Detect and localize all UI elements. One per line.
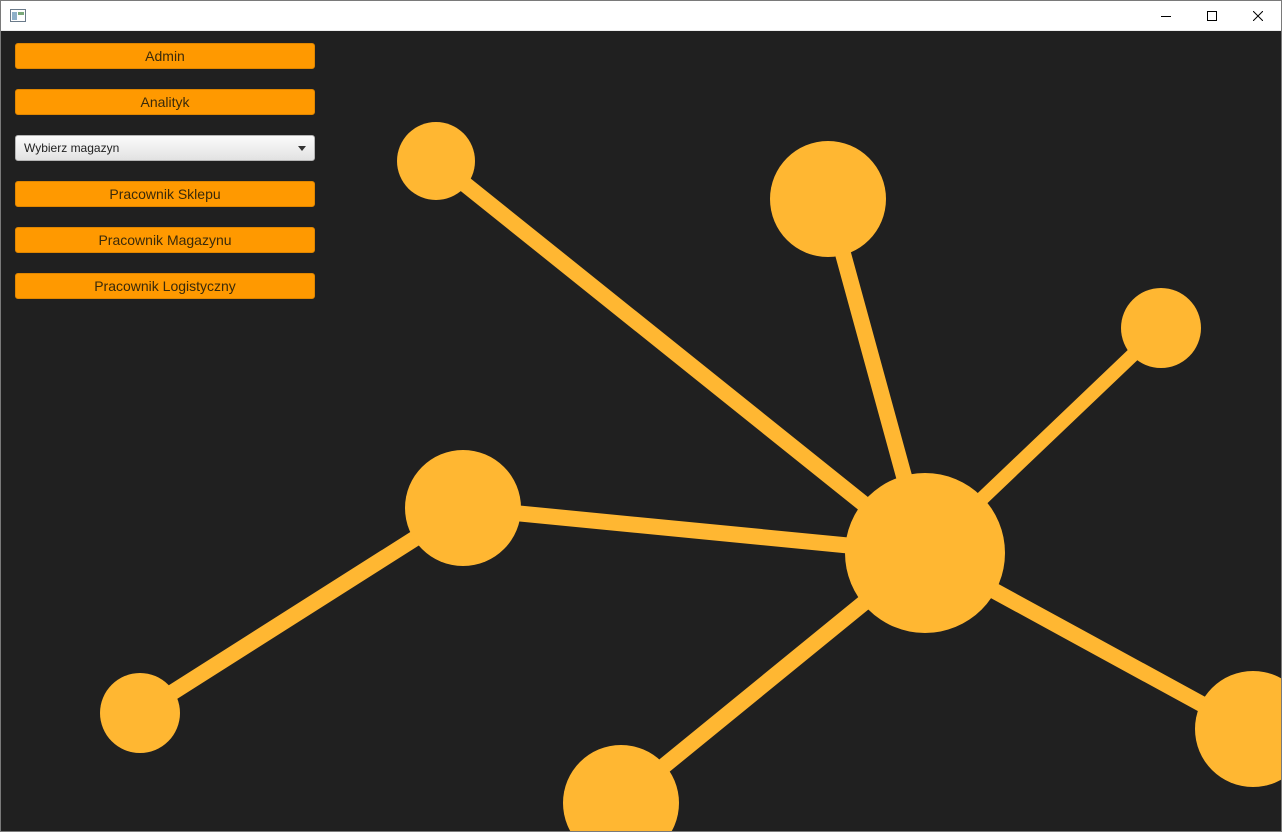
close-icon [1253,11,1263,21]
analyst-button[interactable]: Analityk [15,89,315,115]
warehouse-worker-button[interactable]: Pracownik Magazynu [15,227,315,253]
maximize-icon [1207,11,1217,21]
network-graphic [100,122,1281,831]
logistics-worker-button[interactable]: Pracownik Logistyczny [15,273,315,299]
shop-worker-button[interactable]: Pracownik Sklepu [15,181,315,207]
minimize-button[interactable] [1143,1,1189,31]
title-bar[interactable] [1,1,1281,31]
chevron-down-icon [298,146,306,151]
warehouse-select[interactable]: Wybierz magazyn [15,135,315,161]
main-content: Admin Analityk Wybierz magazyn Pracownik… [1,31,1281,831]
warehouse-select-placeholder: Wybierz magazyn [24,141,120,155]
app-icon [10,9,26,22]
maximize-button[interactable] [1189,1,1235,31]
minimize-icon [1161,16,1171,17]
close-button[interactable] [1235,1,1281,31]
admin-button[interactable]: Admin [15,43,315,69]
